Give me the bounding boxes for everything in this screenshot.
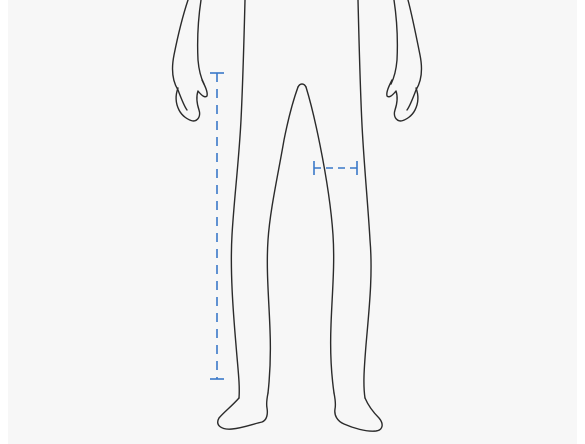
diagram-background: [8, 0, 577, 444]
measurement-diagram: [8, 0, 577, 444]
figure-canvas: [8, 0, 577, 444]
